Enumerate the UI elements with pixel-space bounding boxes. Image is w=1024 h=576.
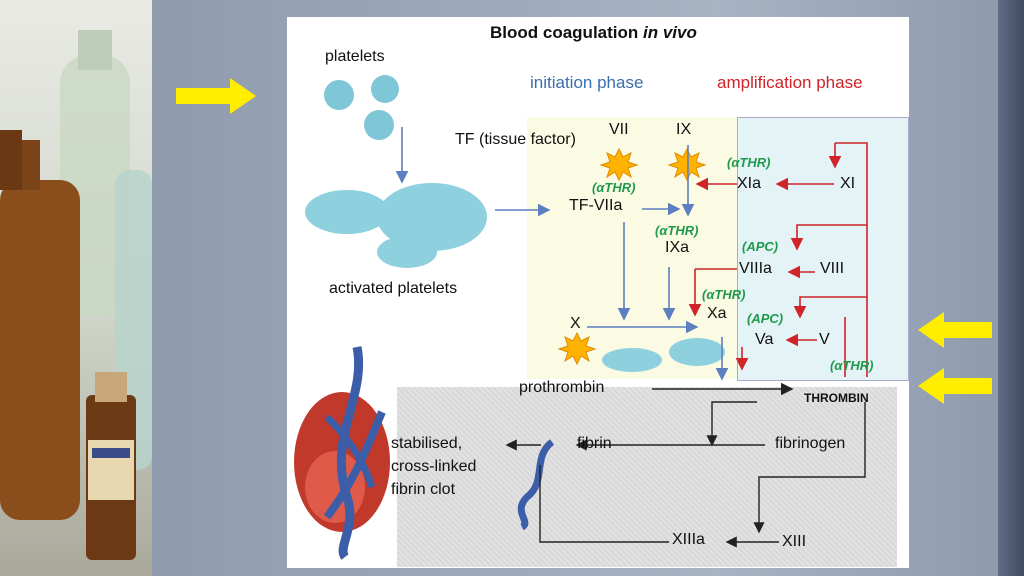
factor-ix-label: IX	[676, 121, 692, 138]
clot-label-line3: fibrin clot	[391, 481, 456, 498]
initiation-phase-label: initiation phase	[530, 73, 644, 92]
coagulation-diagram: Blood coagulation in vivo platelets init…	[287, 17, 909, 568]
pointer-arrow-right-2	[918, 368, 992, 404]
factor-viii-label: VIII	[820, 260, 845, 277]
starburst-vii-icon	[599, 147, 639, 182]
platelets-label: platelets	[325, 48, 385, 65]
pointer-arrow-left-top	[176, 78, 256, 114]
starburst-x-icon	[557, 331, 597, 366]
athr-thrombin-label: (αTHR)	[830, 358, 874, 373]
platelets-icon	[324, 75, 399, 140]
thrombin-label: THROMBIN	[804, 391, 869, 405]
factor-xiii-label: XIII	[782, 533, 807, 550]
factor-xa-label: Xa	[707, 305, 727, 322]
factor-vii-label: VII	[609, 121, 629, 138]
factor-ixa-label: IXa	[665, 239, 690, 256]
diagram-title: Blood coagulation in vivo	[490, 23, 697, 42]
factor-v-label: V	[819, 331, 830, 348]
amplification-phase-label: amplification phase	[717, 73, 863, 92]
arrow-thrombin-to-fibrin-line	[706, 401, 757, 447]
clot-label-line1: stabilised,	[391, 435, 463, 452]
feedback-line-main	[835, 142, 868, 377]
clot-label-line2: cross-linked	[391, 458, 477, 475]
decorative-bottles-photo	[0, 0, 152, 576]
athr-viia-label: (αTHR)	[592, 180, 636, 195]
arrow-feedback-viii	[790, 224, 867, 251]
fibrin-label: fibrin	[577, 435, 612, 452]
diagram-graphics	[294, 75, 868, 560]
platelet-aggregate-icon	[602, 338, 725, 372]
factor-xia-label: XIa	[737, 175, 762, 192]
fibrinogen-label: fibrinogen	[775, 435, 846, 452]
decorative-side-strip	[998, 0, 1024, 576]
apc-viiia-label: (APC)	[742, 239, 779, 254]
factor-viiia-label: VIIIa	[739, 260, 772, 277]
athr-xia-label: (αTHR)	[727, 155, 771, 170]
apc-va-label: (APC)	[747, 311, 784, 326]
fibrin-strand-icon	[517, 439, 555, 531]
arrow-thrombin-to-xiii	[753, 402, 866, 534]
tissue-factor-label: TF (tissue factor)	[455, 131, 576, 148]
bottles-illustration	[0, 30, 152, 560]
initiation-zone	[527, 117, 737, 379]
factor-va-label: Va	[755, 331, 774, 348]
activated-platelets-icon	[305, 183, 487, 268]
athr-xa-label: (αTHR)	[702, 287, 746, 302]
factor-tf-viia-label: TF-VIIa	[569, 197, 623, 214]
factor-xiiia-label: XIIIa	[672, 531, 705, 548]
prothrombin-label: prothrombin	[519, 379, 605, 396]
factor-x-label: X	[570, 315, 581, 332]
factor-xi-label: XI	[840, 175, 856, 192]
fibrin-clot-icon	[294, 346, 390, 560]
starburst-ix-icon	[667, 147, 707, 182]
activated-platelets-label: activated platelets	[329, 280, 458, 297]
arrow-xiiia-to-fibrin	[539, 465, 669, 543]
athr-ixa-label: (αTHR)	[655, 223, 699, 238]
amplification-zone	[737, 117, 909, 381]
pointer-arrow-right-1	[918, 312, 992, 348]
arrow-feedback-v	[793, 296, 867, 319]
